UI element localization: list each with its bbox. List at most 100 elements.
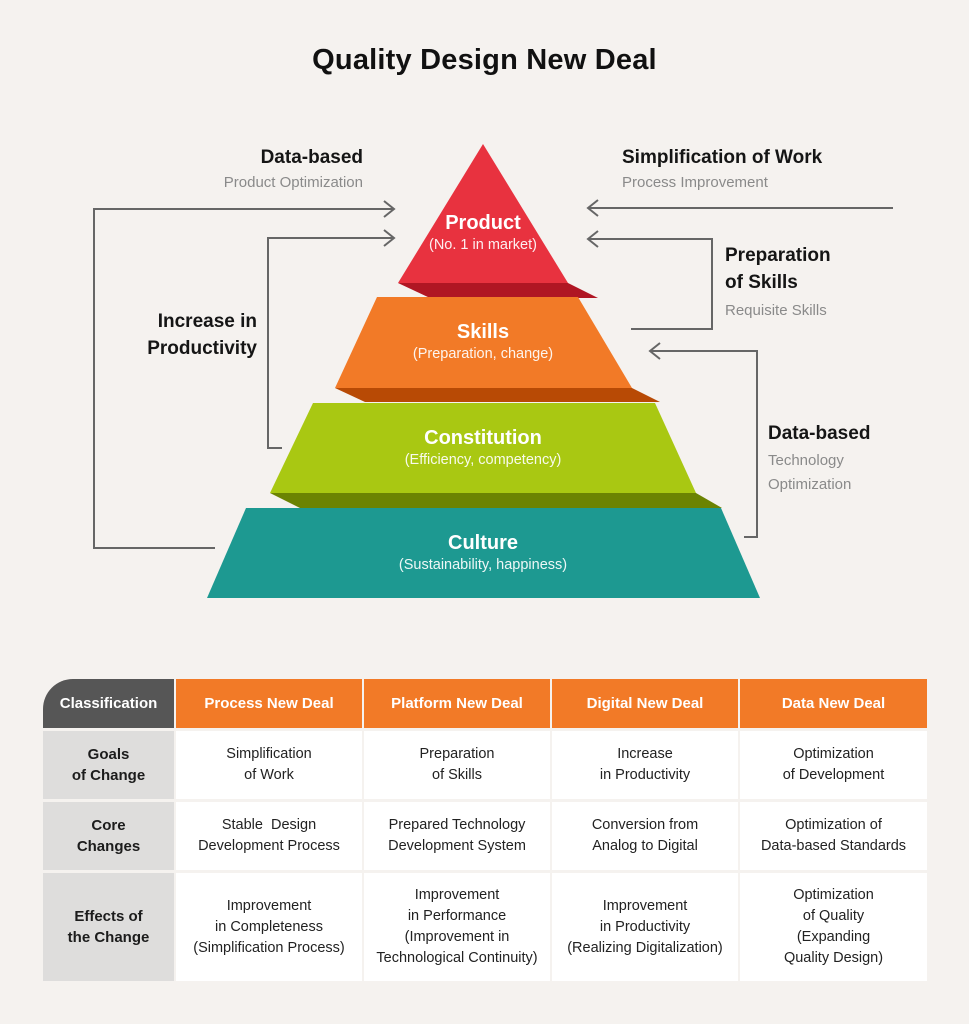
arrow-head-icon	[383, 200, 396, 218]
cell-line: Changes	[76, 838, 141, 855]
cell-line: in Productivity	[599, 918, 691, 935]
cell-line: Optimization	[793, 887, 874, 903]
annotation-subtitle: Process Improvement	[622, 174, 768, 191]
cell-line: Development Process	[198, 838, 340, 854]
header-data-new-deal: Data New Deal	[738, 679, 927, 728]
constitution-tier-shadow	[270, 493, 722, 508]
cell-line: Core	[91, 817, 126, 834]
cell-line: the Change	[67, 929, 150, 946]
table-cell: Improvement in Productivity (Realizing D…	[550, 870, 738, 981]
constitution-tier-label: Constitution (Efficiency, competency)	[308, 426, 658, 470]
cell-line: Conversion from	[591, 817, 699, 833]
table-cell: Optimization of Quality (Expanding Quali…	[738, 870, 927, 981]
cell-line: in Completeness	[215, 918, 323, 935]
page-title: Quality Design New Deal	[312, 44, 657, 76]
arrow-head-icon	[586, 230, 599, 248]
skills-tier	[335, 297, 632, 388]
cell-line: Optimization	[793, 746, 874, 762]
table-cell: Optimization of Data-based Standards	[738, 799, 927, 870]
arrow-head-icon	[586, 199, 599, 217]
table-cell: Optimization of Development	[738, 728, 927, 799]
cell-line: Goals	[87, 746, 130, 763]
arrow-head-icon	[648, 342, 661, 360]
skills-tier-label: Skills (Preparation, change)	[333, 320, 633, 364]
header-platform-new-deal: Platform New Deal	[362, 679, 550, 728]
tier-subtitle: (No. 1 in market)	[429, 237, 537, 253]
arrow-constitution-to-product	[267, 237, 394, 449]
row-label-effects-of-the-change: Effects of the Change	[43, 870, 174, 981]
annotation-increase-in-productivity: Increase in Productivity	[100, 308, 257, 362]
annotation-heading: Data-based	[768, 423, 871, 444]
tier-name: Skills	[456, 321, 510, 343]
table-cell: Preparation of Skills	[362, 728, 550, 799]
tier-name: Constitution	[424, 427, 542, 449]
product-tier	[398, 144, 568, 283]
cell-line: Development System	[388, 838, 526, 854]
annotation-subtitle: Requisite Skills	[725, 302, 827, 319]
cell-line: Optimization of	[785, 817, 882, 833]
cell-line: Improvement	[602, 897, 688, 914]
header-process-new-deal: Process New Deal	[174, 679, 362, 728]
annotation-data-based-product: Data-based Product Optimization	[150, 144, 363, 195]
annotation-heading: Simplification of Work	[622, 147, 823, 168]
table-cell: Improvement in Completeness (Simplificat…	[174, 870, 362, 981]
arrow-head-icon	[383, 229, 396, 247]
annotation-heading-line2: Productivity	[147, 338, 257, 359]
tier-subtitle: (Efficiency, competency)	[404, 452, 562, 468]
cell-line: (Realizing Digitalization)	[567, 939, 723, 956]
annotation-preparation-of-skills: Preparation of Skills Requisite Skills	[725, 242, 925, 323]
new-deal-table: Classification Process New Deal Platform…	[43, 679, 927, 981]
annotation-heading-line2: of Skills	[725, 272, 798, 293]
cell-line: Preparation	[419, 746, 495, 762]
cell-line: Technological Continuity)	[376, 950, 538, 966]
annotation-subtitle-line2: Optimization	[768, 476, 852, 493]
cell-line: Data-based Standards	[760, 838, 907, 854]
tier-name: Product	[445, 212, 521, 234]
arrow-culture-to-product	[93, 208, 394, 549]
culture-tier-label: Culture (Sustainability, happiness)	[283, 531, 683, 575]
cell-line: of Change	[71, 767, 146, 784]
table-cell: Conversion from Analog to Digital	[550, 799, 738, 870]
cell-line: Quality Design)	[783, 950, 884, 966]
table-cell: Improvement in Performance (Improvement …	[362, 870, 550, 981]
arrow-culture-to-skills	[650, 350, 758, 538]
cell-line: Improvement	[414, 887, 500, 903]
cell-line: (Simplification Process)	[193, 939, 345, 956]
tier-subtitle: (Preparation, change)	[412, 346, 554, 362]
cell-line: Simplification	[226, 746, 312, 762]
cell-line: Improvement	[226, 897, 312, 914]
tier-subtitle: (Sustainability, happiness)	[398, 557, 568, 573]
annotation-subtitle: Product Optimization	[223, 174, 363, 191]
annotation-heading-line1: Increase in	[157, 311, 257, 332]
cell-line: of Skills	[432, 767, 482, 783]
pyramid-diagram	[93, 144, 893, 598]
product-tier-shadow	[398, 283, 598, 298]
culture-tier	[207, 508, 760, 598]
header-digital-new-deal: Digital New Deal	[550, 679, 738, 728]
cell-line: of Work	[244, 767, 294, 783]
header-classification: Classification	[43, 679, 174, 728]
cell-line: Stable Design	[221, 817, 317, 833]
table-row: Core Changes Stable Design Development P…	[43, 799, 927, 870]
cell-line: (Expanding	[796, 929, 871, 945]
row-label-core-changes: Core Changes	[43, 799, 174, 870]
table-row: Effects of the Change Improvement in Com…	[43, 870, 927, 981]
tier-name: Culture	[448, 532, 518, 554]
annotation-subtitle-line1: Technology	[768, 452, 844, 469]
product-tier-label: Product (No. 1 in market)	[383, 211, 583, 255]
cell-line: in Productivity	[599, 767, 691, 783]
annotation-simplification-of-work: Simplification of Work Process Improveme…	[622, 144, 922, 195]
annotation-heading: Data-based	[260, 147, 363, 168]
cell-line: in Performance	[407, 908, 507, 924]
annotation-heading-line1: Preparation	[725, 245, 831, 266]
cell-line: of Development	[782, 767, 885, 783]
cell-line: Effects of	[74, 908, 143, 925]
arrow-skills-to-product	[588, 238, 713, 330]
table-header-row: Classification Process New Deal Platform…	[43, 679, 927, 728]
table-row: Goals of Change Simplification of Work P…	[43, 728, 927, 799]
cell-line: Prepared Technology	[388, 817, 526, 833]
cell-line: of Quality	[802, 908, 865, 924]
cell-line: Increase	[617, 746, 673, 762]
table-cell: Simplification of Work	[174, 728, 362, 799]
table-cell: Stable Design Development Process	[174, 799, 362, 870]
